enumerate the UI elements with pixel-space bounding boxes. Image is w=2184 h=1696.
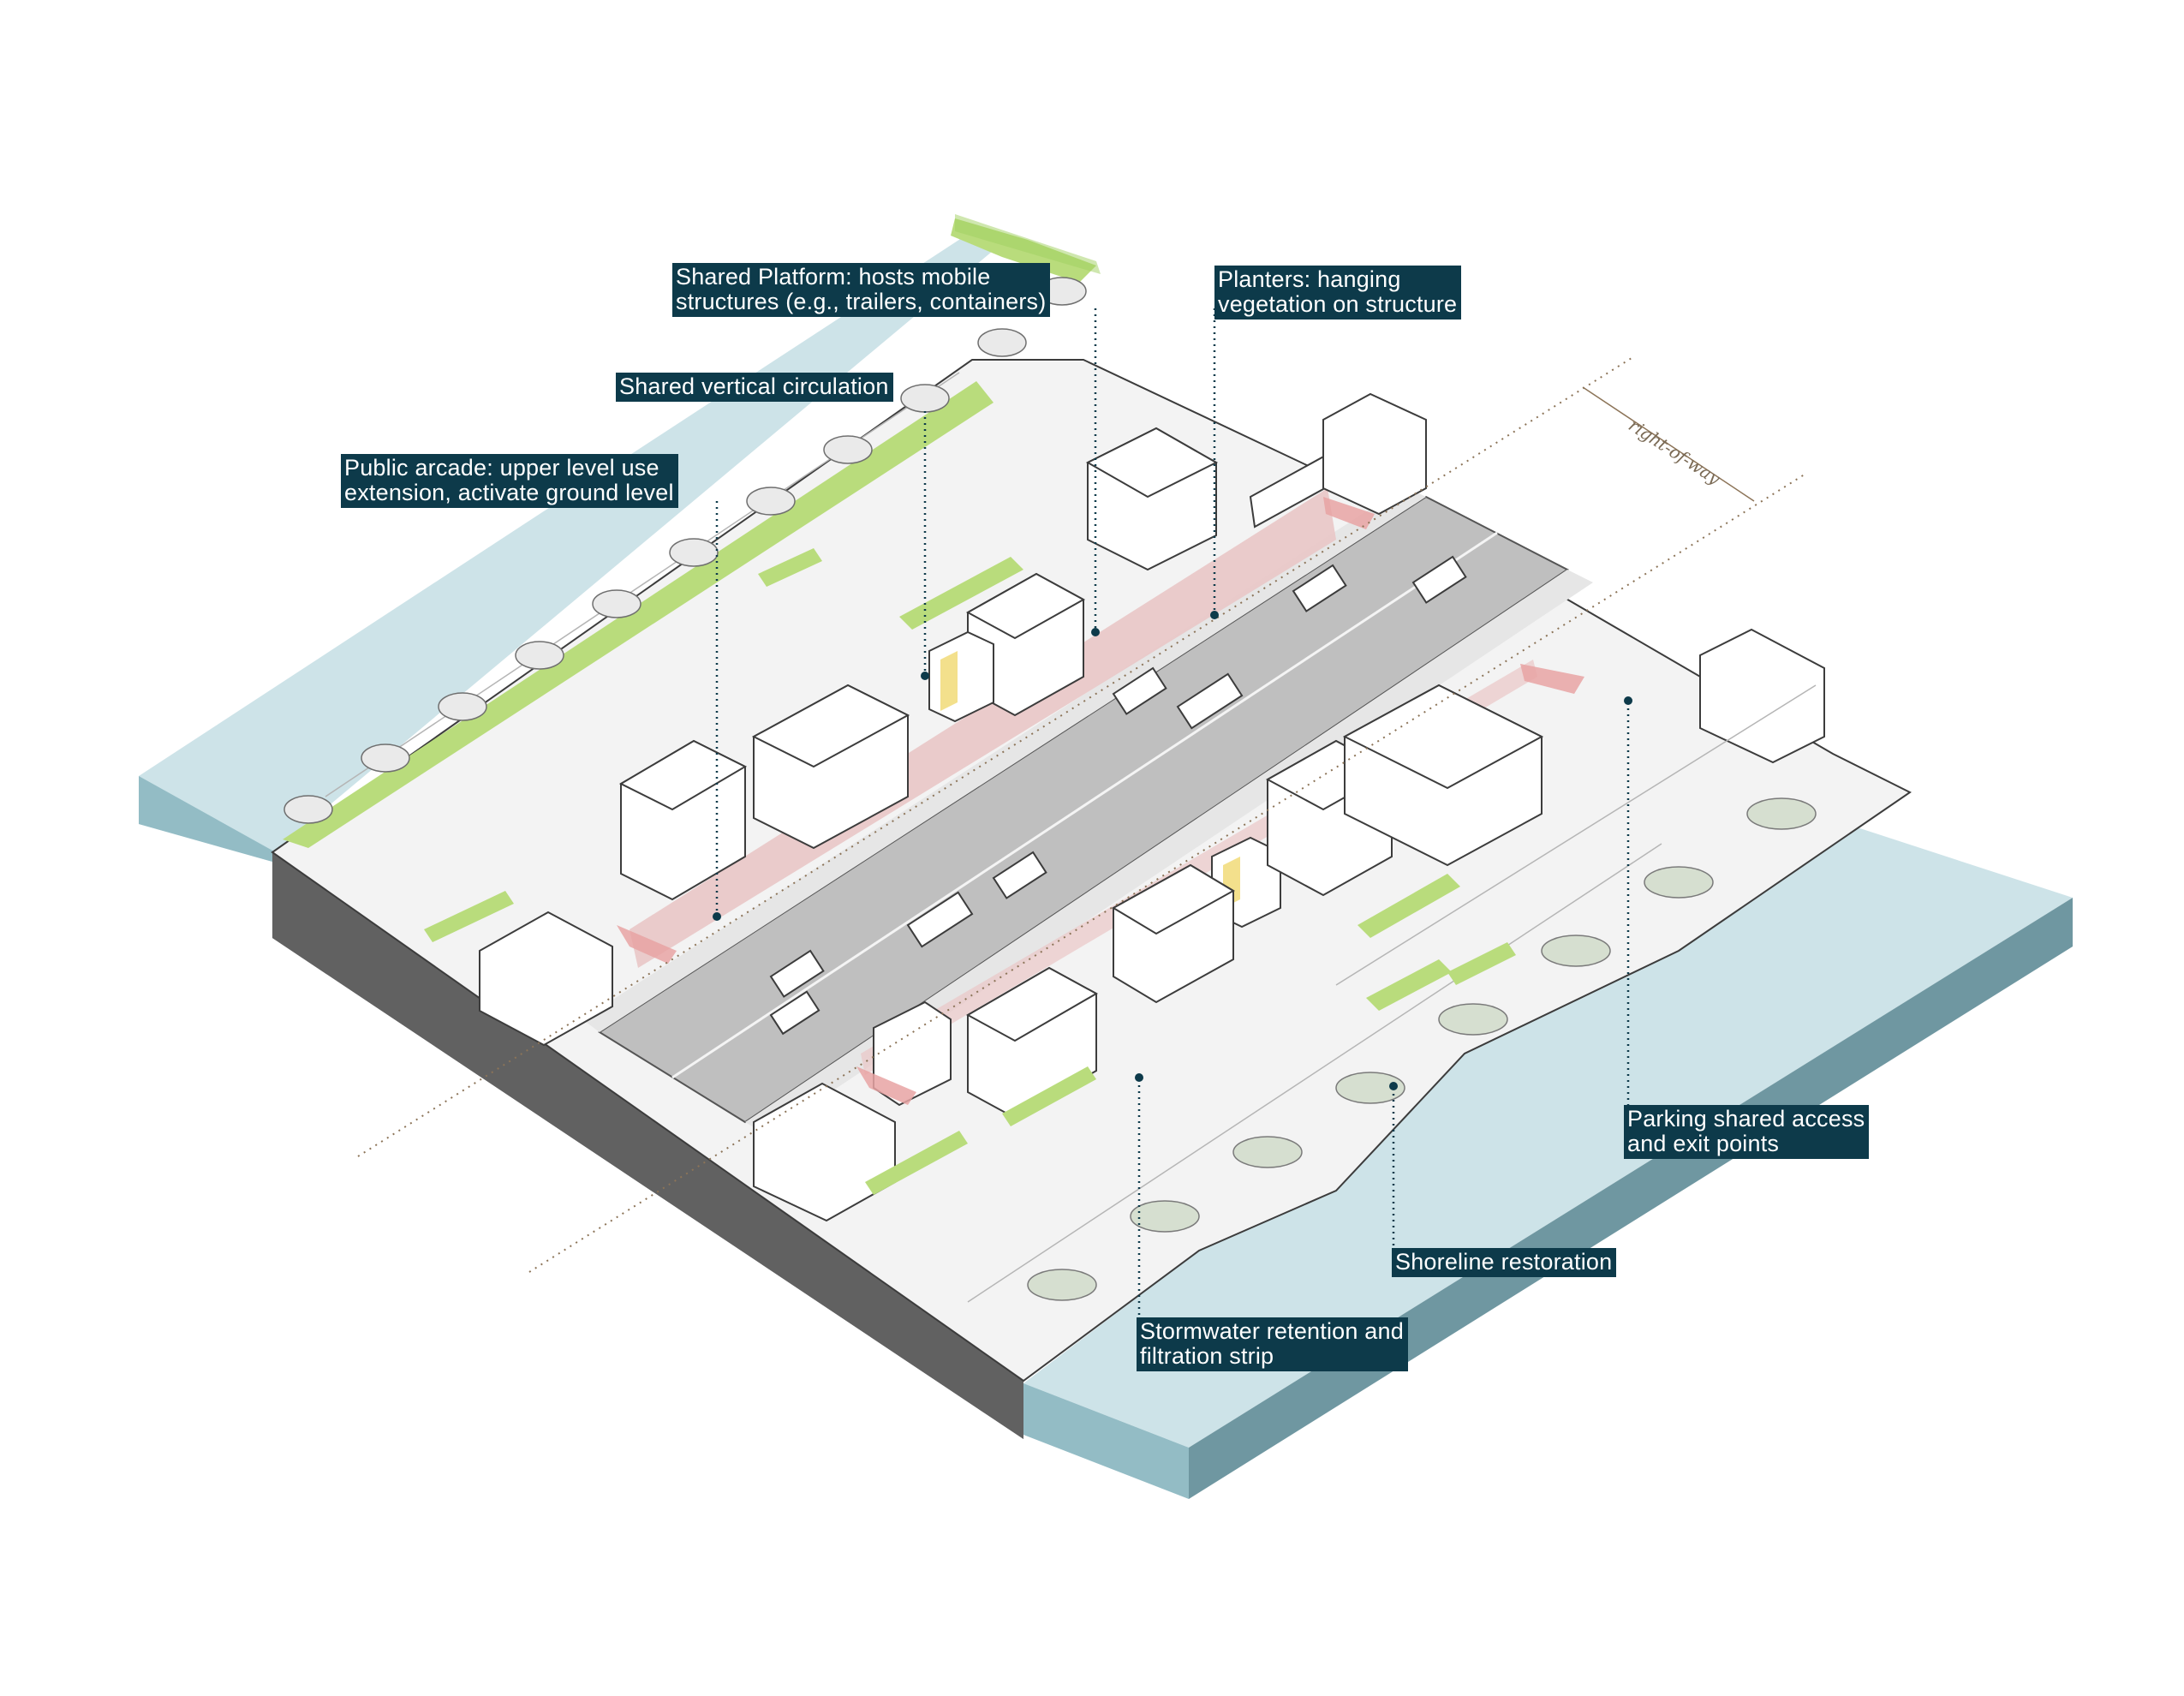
vehicles	[769, 555, 1467, 1036]
right-of-way-label: right-of-way	[1625, 415, 1724, 489]
edge-sheds	[479, 392, 1825, 1222]
callout-planters: Planters: hanging vegetation on structur…	[1214, 266, 1462, 319]
left-shoreline-planting	[283, 214, 1101, 848]
water-right	[1023, 822, 2073, 1499]
callout-dots	[713, 611, 1632, 1090]
callout-stormwater: Stormwater retention and filtration stri…	[1137, 1317, 1408, 1371]
callout-public-arcade: Public arcade: upper level use extension…	[341, 454, 678, 508]
front-shoreline-vegetation	[1027, 797, 1817, 1301]
right-of-way-dimension	[1582, 386, 1755, 502]
callout-parking: Parking shared access and exit points	[1624, 1105, 1870, 1159]
flow-arrows	[617, 497, 1584, 1105]
callout-leaders	[715, 308, 1630, 1323]
callout-shoreline: Shoreline restoration	[1392, 1248, 1617, 1277]
callout-vertical-circulation: Shared vertical circulation	[616, 373, 893, 402]
callout-shared-platform: Shared Platform: hosts mobile structures…	[672, 263, 1051, 317]
left-shoreline-shrubs	[283, 277, 1087, 824]
section-cut	[272, 852, 1023, 1439]
road	[582, 487, 1593, 1135]
planters	[424, 548, 1516, 1195]
back-row-buildings	[618, 427, 1342, 901]
